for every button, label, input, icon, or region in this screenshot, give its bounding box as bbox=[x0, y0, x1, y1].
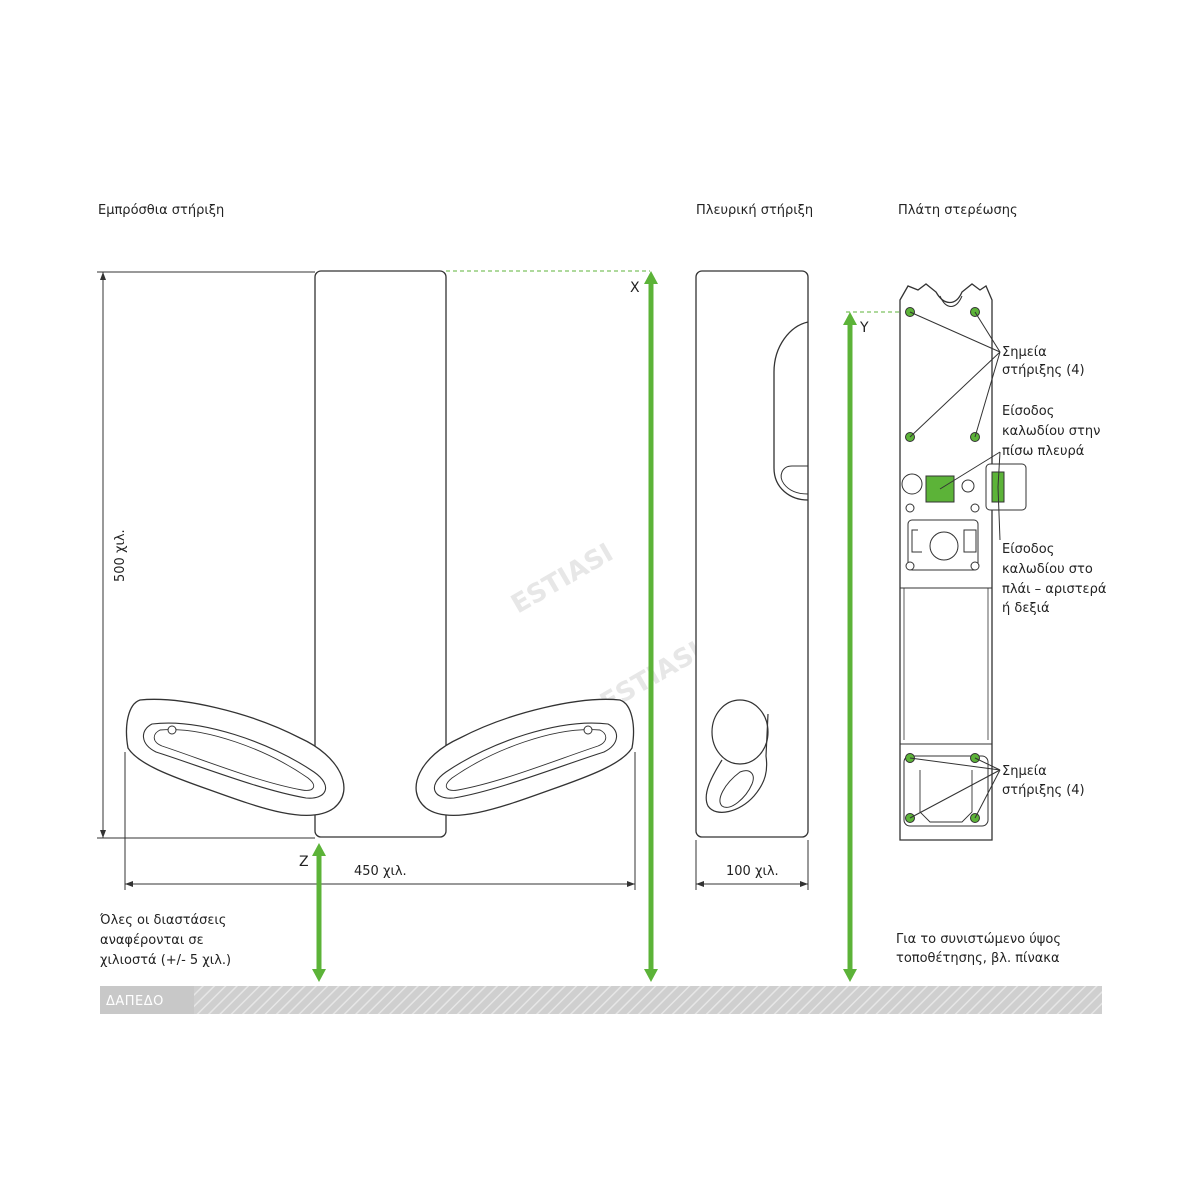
svg-text:Για το συνιστώμενο ύψος: Για το συνιστώμενο ύψος bbox=[896, 932, 1061, 947]
svg-text:Σημεία: Σημεία bbox=[1002, 764, 1047, 779]
callout-mount-top: Σημεία στήριξης (4) bbox=[1002, 345, 1085, 378]
svg-text:πλάι – αριστερά: πλάι – αριστερά bbox=[1002, 582, 1106, 597]
z-axis-label: Z bbox=[299, 854, 309, 870]
side-view: 100 χιλ. bbox=[695, 270, 809, 890]
callout-cable-back: Είσοδος καλωδίου στην πίσω πλευρά bbox=[1002, 404, 1100, 459]
floor-label: ΔΑΠΕΔΟ bbox=[106, 994, 164, 1009]
front-view-title: Εμπρόσθια στήριξη bbox=[98, 203, 224, 218]
svg-text:Σημεία: Σημεία bbox=[1002, 345, 1047, 360]
x-axis-label: X bbox=[630, 280, 640, 296]
width-dimension: 450 χιλ. bbox=[354, 864, 407, 879]
left-hand-shield bbox=[125, 698, 345, 816]
svg-text:τοποθέτησης, βλ. πίνακα: τοποθέτησης, βλ. πίνακα bbox=[896, 951, 1060, 966]
svg-text:στήριξης (4): στήριξης (4) bbox=[1002, 363, 1085, 378]
callout-mount-bottom: Σημεία στήριξης (4) bbox=[1002, 764, 1085, 798]
watermark: ESTIASI bbox=[506, 538, 618, 620]
right-hand-shield bbox=[415, 698, 635, 816]
dryer-body-front bbox=[314, 270, 447, 838]
plate-view-title: Πλάτη στερέωσης bbox=[898, 203, 1018, 218]
svg-text:χιλιοστά (+/- 5 χιλ.): χιλιοστά (+/- 5 χιλ.) bbox=[100, 953, 231, 968]
svg-text:καλωδίου στο: καλωδίου στο bbox=[1002, 562, 1093, 577]
height-dimension: 500 χιλ. bbox=[113, 529, 128, 582]
svg-text:πίσω πλευρά: πίσω πλευρά bbox=[1002, 444, 1084, 459]
floor-strip: ΔΑΠΕΔΟ bbox=[100, 986, 1102, 1014]
svg-text:αναφέρονται σε: αναφέρονται σε bbox=[100, 933, 204, 948]
dimensions-note: Όλες οι διαστάσεις αναφέρονται σε χιλιοσ… bbox=[99, 913, 231, 968]
svg-text:Είσοδος: Είσοδος bbox=[1002, 542, 1054, 557]
dryer-body-side bbox=[695, 270, 809, 838]
front-view: 500 χιλ. 450 χιλ. Z bbox=[97, 270, 658, 982]
side-view-title: Πλευρική στήριξη bbox=[696, 203, 813, 218]
svg-text:στήριξης (4): στήριξης (4) bbox=[1002, 783, 1085, 798]
mounting-plate-view: Y bbox=[843, 283, 1027, 982]
svg-text:Όλες οι διαστάσεις: Όλες οι διαστάσεις bbox=[99, 913, 226, 928]
svg-text:ή δεξιά: ή δεξιά bbox=[1002, 601, 1050, 616]
svg-text:καλωδίου στην: καλωδίου στην bbox=[1002, 424, 1100, 439]
y-axis-label: Y bbox=[859, 320, 869, 336]
depth-dimension: 100 χιλ. bbox=[726, 864, 779, 879]
height-note: Για το συνιστώμενο ύψος τοποθέτησης, βλ.… bbox=[896, 932, 1061, 966]
callout-cable-side: Είσοδος καλωδίου στο πλάι – αριστερά ή δ… bbox=[1002, 542, 1106, 616]
svg-text:Είσοδος: Είσοδος bbox=[1002, 404, 1054, 419]
